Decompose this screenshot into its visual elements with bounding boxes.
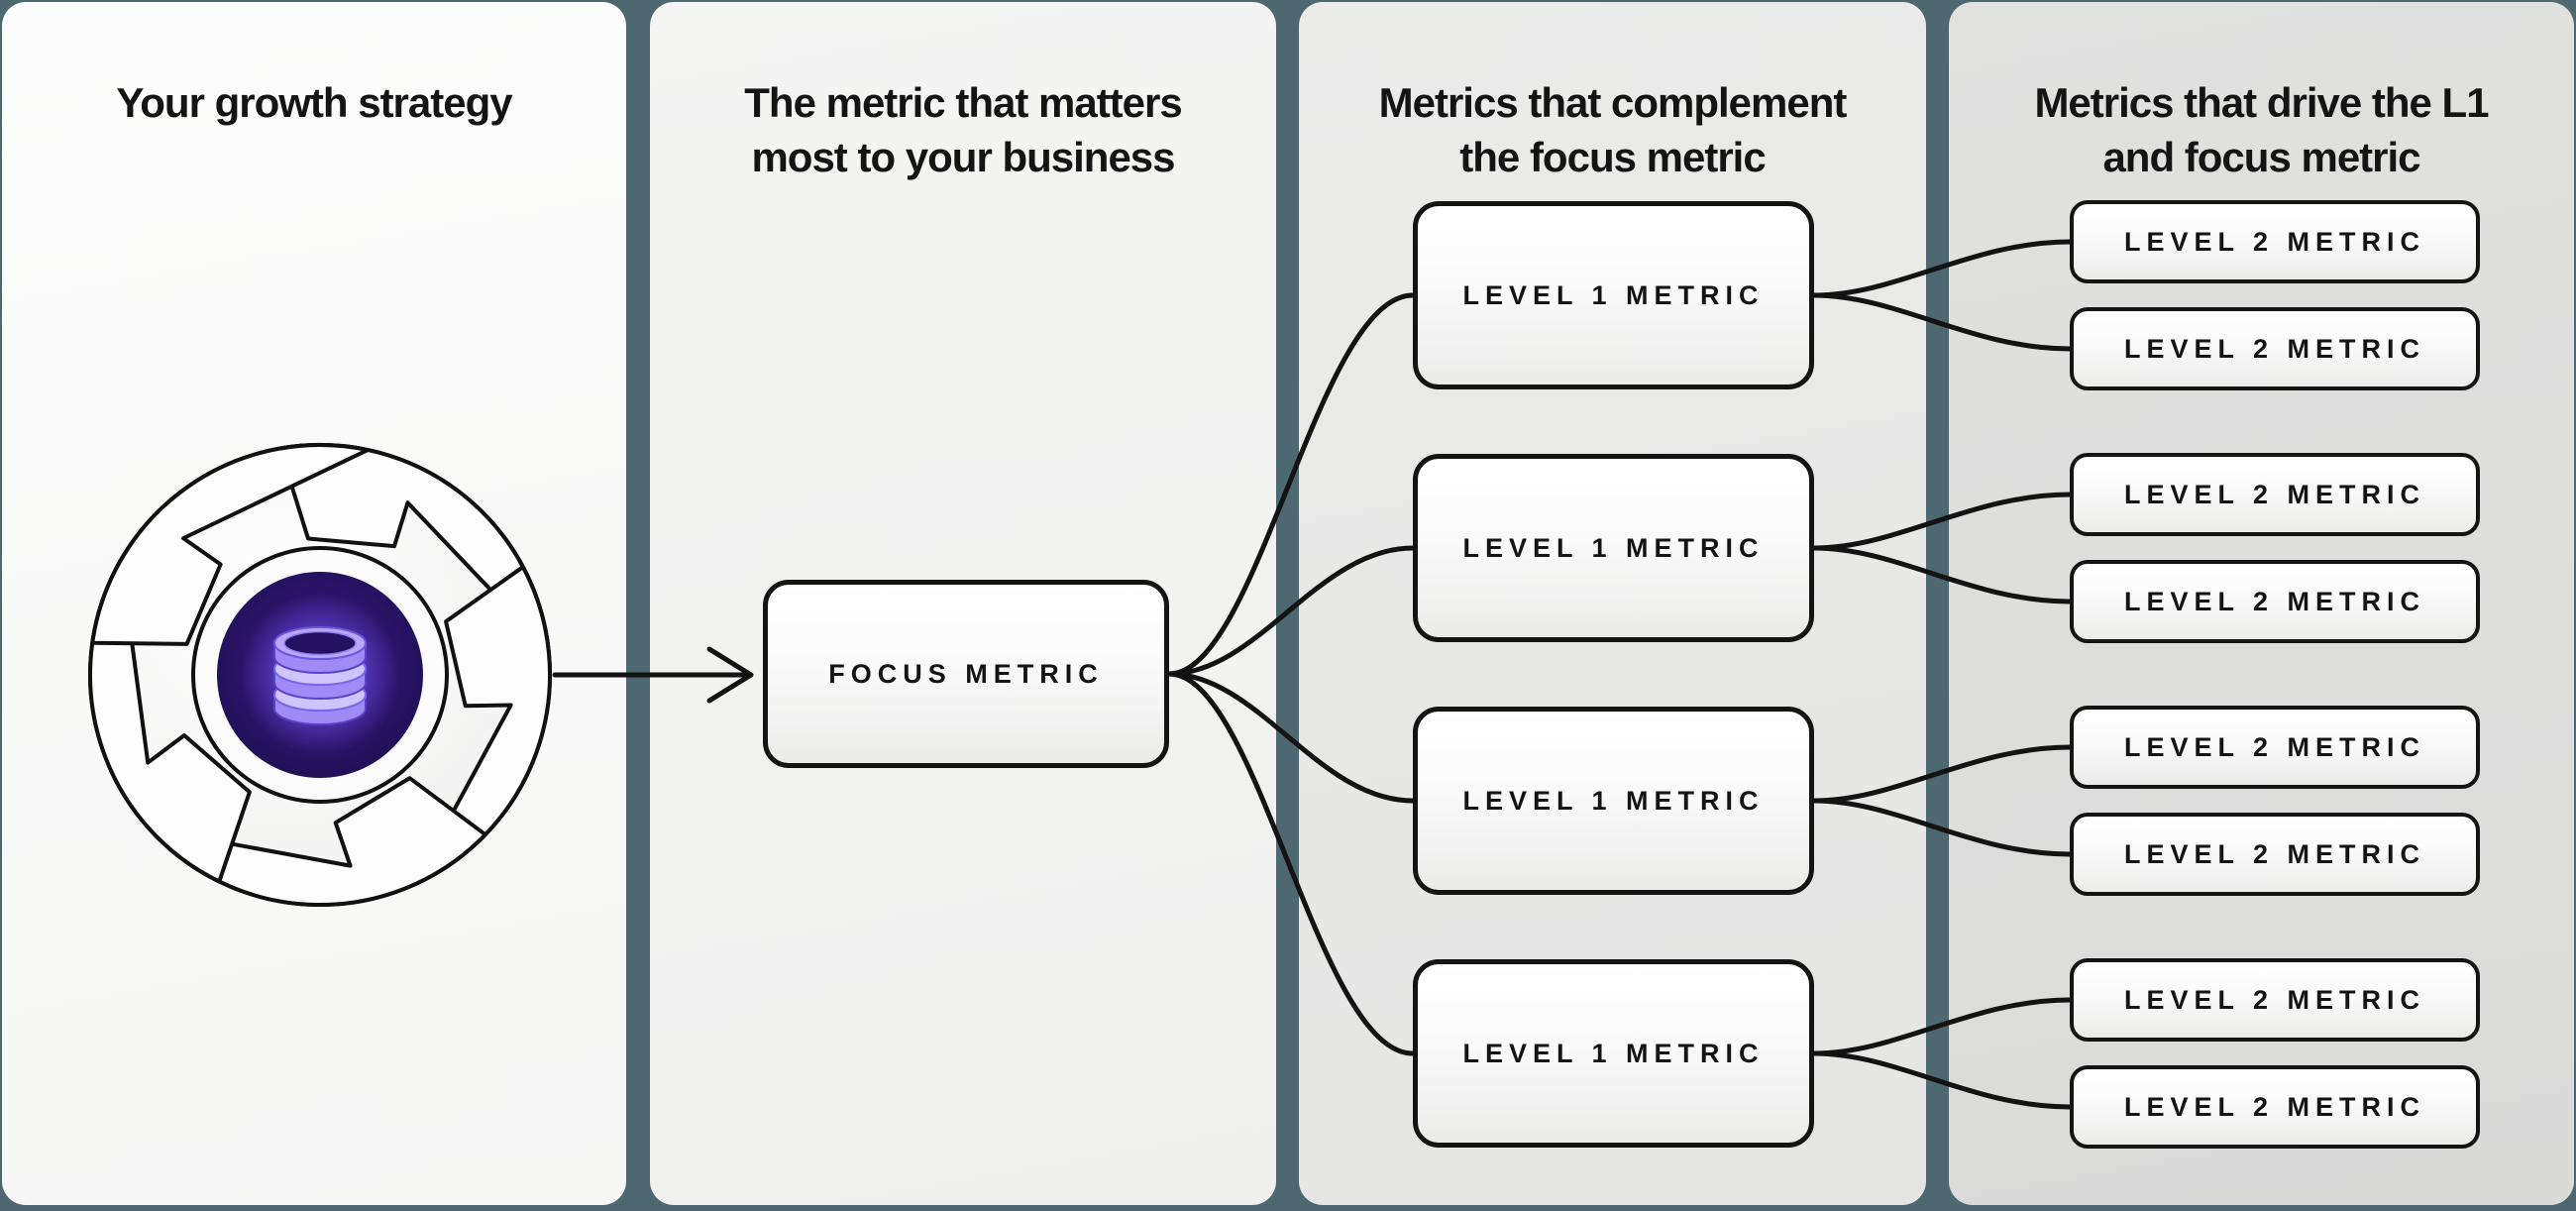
panel-title-line: Metrics that drive the L1 bbox=[2034, 79, 2489, 126]
connector-l1-l2 bbox=[1811, 239, 2073, 298]
level1-metric-box: LEVEL 1 METRIC bbox=[1413, 454, 1814, 642]
db-coin-opening bbox=[283, 630, 357, 656]
panel-level2-metrics-title: Metrics that drive the L1 and focus metr… bbox=[1949, 75, 2574, 184]
panel-title-line: Your growth strategy bbox=[116, 79, 512, 126]
focus-metric-box: FOCUS METRIC bbox=[763, 580, 1169, 768]
arrow-icon bbox=[552, 646, 754, 704]
panel-title-line: and focus metric bbox=[2102, 134, 2420, 180]
panel-title-line: the focus metric bbox=[1459, 134, 1766, 180]
level2-metric-label: LEVEL 2 METRIC bbox=[2123, 333, 2426, 364]
arrow-head bbox=[706, 646, 754, 704]
connector-l1-l2 bbox=[1811, 744, 2073, 804]
flywheel-blade bbox=[90, 443, 371, 646]
level1-metric-box: LEVEL 1 METRIC bbox=[1413, 707, 1814, 895]
focus-metric-label: FOCUS METRIC bbox=[828, 658, 1104, 689]
level2-metric-label: LEVEL 2 METRIC bbox=[2123, 984, 2426, 1015]
level2-metric-box: LEVEL 2 METRIC bbox=[2070, 307, 2480, 390]
panel-title-line: The metric that matters bbox=[744, 79, 1182, 126]
panel-focus-metric-title: The metric that matters most to your bus… bbox=[650, 75, 1276, 184]
level2-metric-label: LEVEL 2 METRIC bbox=[2123, 226, 2426, 257]
connector-l1-l2 bbox=[1811, 545, 2073, 605]
panel-growth-strategy-title: Your growth strategy bbox=[2, 75, 626, 130]
level2-metric-label: LEVEL 2 METRIC bbox=[2123, 479, 2426, 509]
focus-to-l1-connectors bbox=[1166, 292, 1416, 1056]
panel-title-line: Metrics that complement bbox=[1378, 79, 1848, 126]
connector-focus-l1-1 bbox=[1166, 292, 1416, 677]
level1-metric-label: LEVEL 1 METRIC bbox=[1462, 532, 1765, 563]
level2-metric-label: LEVEL 2 METRIC bbox=[2123, 731, 2426, 762]
connector-l1-l2 bbox=[1811, 798, 2073, 857]
level2-metric-label: LEVEL 2 METRIC bbox=[2123, 586, 2426, 616]
database-icon bbox=[273, 626, 367, 725]
level2-metric-box: LEVEL 2 METRIC bbox=[2070, 958, 2480, 1042]
panel-focus-metric: The metric that matters most to your bus… bbox=[650, 2, 1276, 1205]
connector-focus-l1-2 bbox=[1166, 545, 1416, 677]
level2-metric-box: LEVEL 2 METRIC bbox=[2070, 200, 2480, 283]
connector-l1-l2 bbox=[1811, 492, 2073, 551]
level2-metric-box: LEVEL 2 METRIC bbox=[2070, 453, 2480, 536]
level1-metric-box: LEVEL 1 METRIC bbox=[1413, 201, 1814, 389]
level2-metric-box: LEVEL 2 METRIC bbox=[2070, 560, 2480, 643]
connector-l1-l2 bbox=[1811, 292, 2073, 352]
level1-metric-label: LEVEL 1 METRIC bbox=[1462, 1038, 1765, 1068]
level2-metric-label: LEVEL 2 METRIC bbox=[2123, 838, 2426, 869]
connector-l1-l2 bbox=[1811, 1050, 2073, 1110]
panel-level1-metrics-title: Metrics that complement the focus metric bbox=[1299, 75, 1926, 184]
connector-focus-l1-3 bbox=[1166, 671, 1416, 804]
level2-metric-box: LEVEL 2 METRIC bbox=[2070, 1065, 2480, 1149]
panel-title-line: most to your business bbox=[751, 134, 1175, 180]
level1-metric-label: LEVEL 1 METRIC bbox=[1462, 785, 1765, 816]
level2-metric-box: LEVEL 2 METRIC bbox=[2070, 706, 2480, 789]
level1-metric-label: LEVEL 1 METRIC bbox=[1462, 279, 1765, 310]
level2-metric-box: LEVEL 2 METRIC bbox=[2070, 813, 2480, 896]
level1-metric-box: LEVEL 1 METRIC bbox=[1413, 959, 1814, 1148]
connector-l1-l2 bbox=[1811, 997, 2073, 1056]
flywheel-blades bbox=[88, 442, 553, 907]
growth-flywheel-icon bbox=[88, 442, 553, 907]
level2-metric-label: LEVEL 2 METRIC bbox=[2123, 1091, 2426, 1122]
connector-focus-l1-4 bbox=[1166, 671, 1416, 1056]
l1-to-l2-connectors bbox=[1811, 239, 2073, 1110]
